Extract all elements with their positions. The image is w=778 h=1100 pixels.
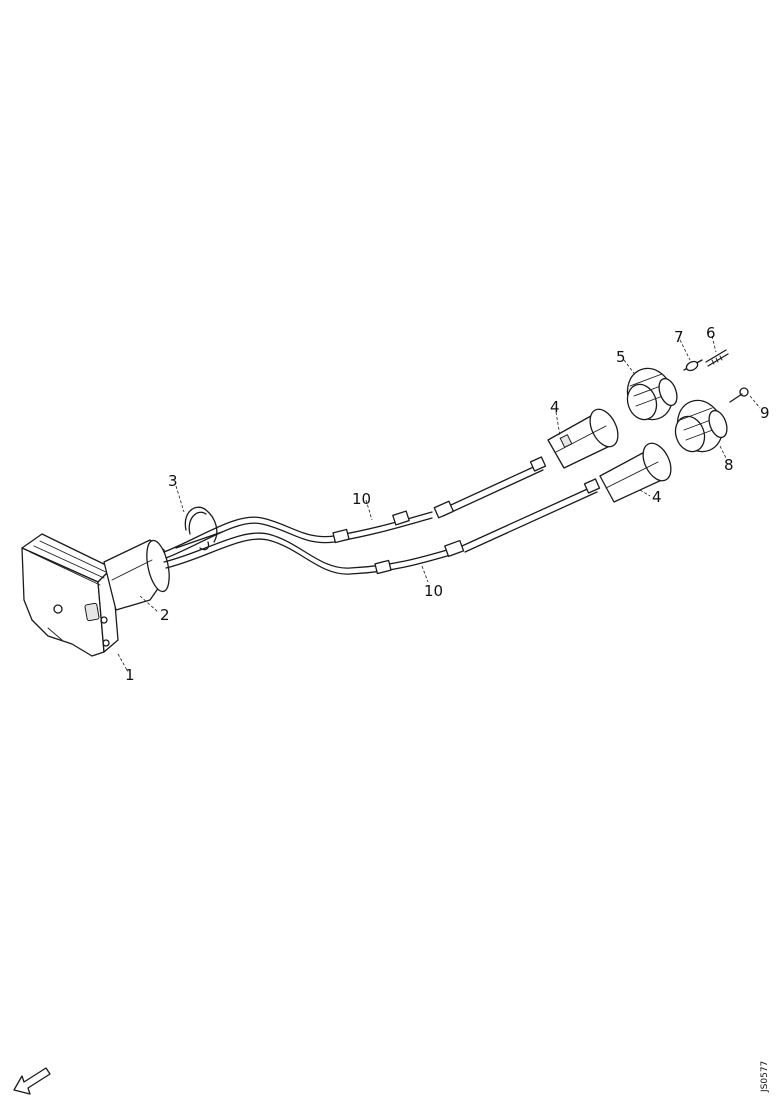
callout-1: 1: [125, 666, 135, 684]
drawing-code: JS0577: [760, 1061, 770, 1093]
part-6-screw: [705, 349, 729, 367]
callout-4-lower: 4: [652, 488, 662, 506]
callout-5: 5: [616, 348, 626, 366]
callout-9: 9: [760, 404, 770, 422]
callout-4-upper: 4: [550, 398, 560, 416]
part-2-rubber-boot: [103, 539, 170, 611]
callout-10-upper: 10: [352, 490, 371, 508]
callout-3: 3: [168, 472, 178, 490]
leader-lines: [117, 335, 761, 673]
part-8-lamp-unit: [674, 399, 728, 453]
part-10-cable-lower: [163, 478, 601, 575]
part-3-cable-clip: [175, 506, 223, 551]
callout-8: 8: [724, 456, 734, 474]
callout-10-lower: 10: [424, 582, 443, 600]
part-5-lamp-unit: [626, 367, 678, 421]
part-7-bulb: [683, 359, 703, 372]
callout-6: 6: [706, 324, 716, 342]
arrow-down-left-icon: [13, 1067, 51, 1095]
callout-7: 7: [674, 328, 684, 346]
part-4-bulb-holder-upper: [547, 408, 619, 469]
part-1-mounting-plate: [21, 533, 119, 657]
part-4-bulb-holder-lower: [599, 442, 672, 503]
part-9-screw: [729, 387, 749, 403]
part-10-cable-upper: [163, 456, 547, 559]
callout-2: 2: [160, 606, 170, 624]
